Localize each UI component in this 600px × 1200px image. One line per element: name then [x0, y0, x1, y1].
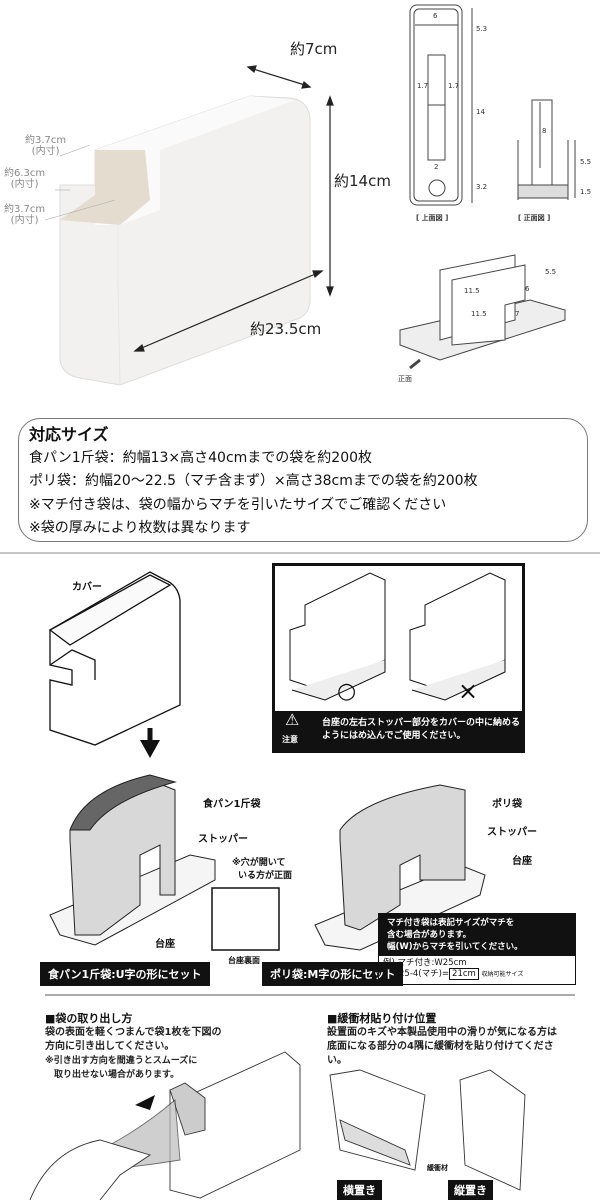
bread-bag-label: 食パン1斤袋 [203, 799, 261, 810]
vertical-tag: 縦置き [448, 1180, 493, 1200]
dim-label: 8 [542, 127, 547, 135]
top-view-drawing [409, 4, 473, 206]
cover-drawing [48, 571, 181, 746]
size-line: ※袋の厚みにより枚数は異なります [29, 520, 251, 536]
dim-label: 6 [433, 12, 438, 20]
depth-dimension: 約7cm [290, 40, 338, 58]
dim-label: 11.5 [464, 287, 480, 295]
base-label: 台座 [512, 856, 532, 867]
size-line: ※マチ付き袋は、袋の幅からマチを引いたサイズでご確認ください [29, 496, 447, 513]
ok-mark: ○ [337, 679, 357, 704]
notice-footer: ⚠ 注意 台座の左右ストッパー部分をカバーの中に納める ようにはめ込んでご使用く… [275, 711, 522, 750]
caution-label: 注意 [282, 735, 298, 744]
bread-bag-caption: 食パン1斤袋:U字の形にセット [40, 962, 210, 986]
notice-text: ようにはめ込んでご使用ください。 [322, 731, 466, 741]
cushion-material-label: 緩衝材 [427, 1164, 448, 1172]
cushion-section: ■緩衝材貼り付け位置 設置面のキズや本製品使用中の滑りが気になる方は 底面になる… [327, 1012, 557, 1066]
dim-label: 11.5 [471, 310, 487, 318]
cover-label: カバー [72, 582, 102, 593]
poly-bag-caption: ポリ袋:M字の形にセット [262, 962, 404, 986]
top-view-label: [ 上面図 ] [416, 214, 449, 222]
dim-label: 6 [525, 285, 530, 293]
stopper-label: ストッパー [487, 827, 537, 838]
inner-dim-3: 約3.7cm(内寸) [4, 204, 46, 226]
size-title: 対応サイズ [29, 425, 109, 444]
underside-inset [211, 887, 280, 951]
dim-label: 5.5 [545, 268, 557, 276]
stopper-label: ストッパー [198, 834, 248, 845]
dim-label: 1.7 [448, 82, 460, 90]
front-view-label: [ 正面図 ] [518, 214, 551, 222]
poly-bag-set-drawing [314, 784, 486, 951]
base-label: 台座 [155, 939, 175, 950]
notice-text: 台座の左右ストッパー部分をカバーの中に納める [322, 718, 521, 728]
dim-label: 14 [476, 108, 485, 116]
dim-label: 3.2 [476, 183, 488, 191]
size-line: 食パン1斤袋：約幅13×高さ40cmまでの袋を約200枚 [29, 449, 373, 466]
down-arrow-icon [140, 740, 160, 758]
dim-label: 7 [515, 310, 520, 318]
dim-label: 2 [434, 163, 439, 171]
supported-size-box: 対応サイズ 食パン1斤袋：約幅13×高さ40cmまでの袋を約200枚 ポリ袋：約… [18, 418, 588, 542]
inner-dim-2: 約6.3cm(内寸) [4, 168, 46, 190]
front-view-drawing [517, 99, 576, 200]
bread-bag-set-drawing [49, 774, 216, 946]
dim-label: 5.3 [476, 25, 488, 33]
product-photo [59, 95, 311, 386]
warning-icon: ⚠ [285, 710, 300, 729]
poly-bag-label: ポリ袋 [492, 799, 522, 810]
hole-note: ※穴が開いている方が正面 [232, 858, 293, 881]
width-dimension: 約23.5cm [250, 320, 322, 338]
iso-view-drawing [399, 254, 566, 370]
front-direction-label: 正面 [398, 375, 412, 383]
underside-label: 台座裏面 [228, 956, 260, 965]
gusset-note: マチ付き袋は表記サイズがマチを含む場合があります。幅(W)からマチを引いてくださ… [378, 913, 576, 985]
height-dimension: 約14cm [334, 172, 391, 190]
dim-label: 1.7 [417, 82, 429, 90]
horizontal-tag: 横置き [337, 1180, 382, 1200]
inner-dim-1: 約3.7cm(内寸) [25, 135, 67, 157]
dim-label: 1.5 [580, 188, 592, 196]
ng-mark: × [458, 677, 479, 705]
dim-label: 5.5 [580, 158, 592, 166]
notice-box: ○ × ⚠ 注意 台座の左右ストッパー部分をカバーの中に納める ようにはめ込んで… [272, 563, 525, 753]
removal-section: ■袋の取り出し方 袋の表面を軽くつまんで袋1枚を下図の 方向に引き出してください… [45, 1012, 222, 1080]
size-line: ポリ袋：約幅20～22.5（マチ含まず）×高さ38cmまでの袋を約200枚 [29, 473, 478, 489]
pull-arrow-icon [135, 1095, 155, 1110]
